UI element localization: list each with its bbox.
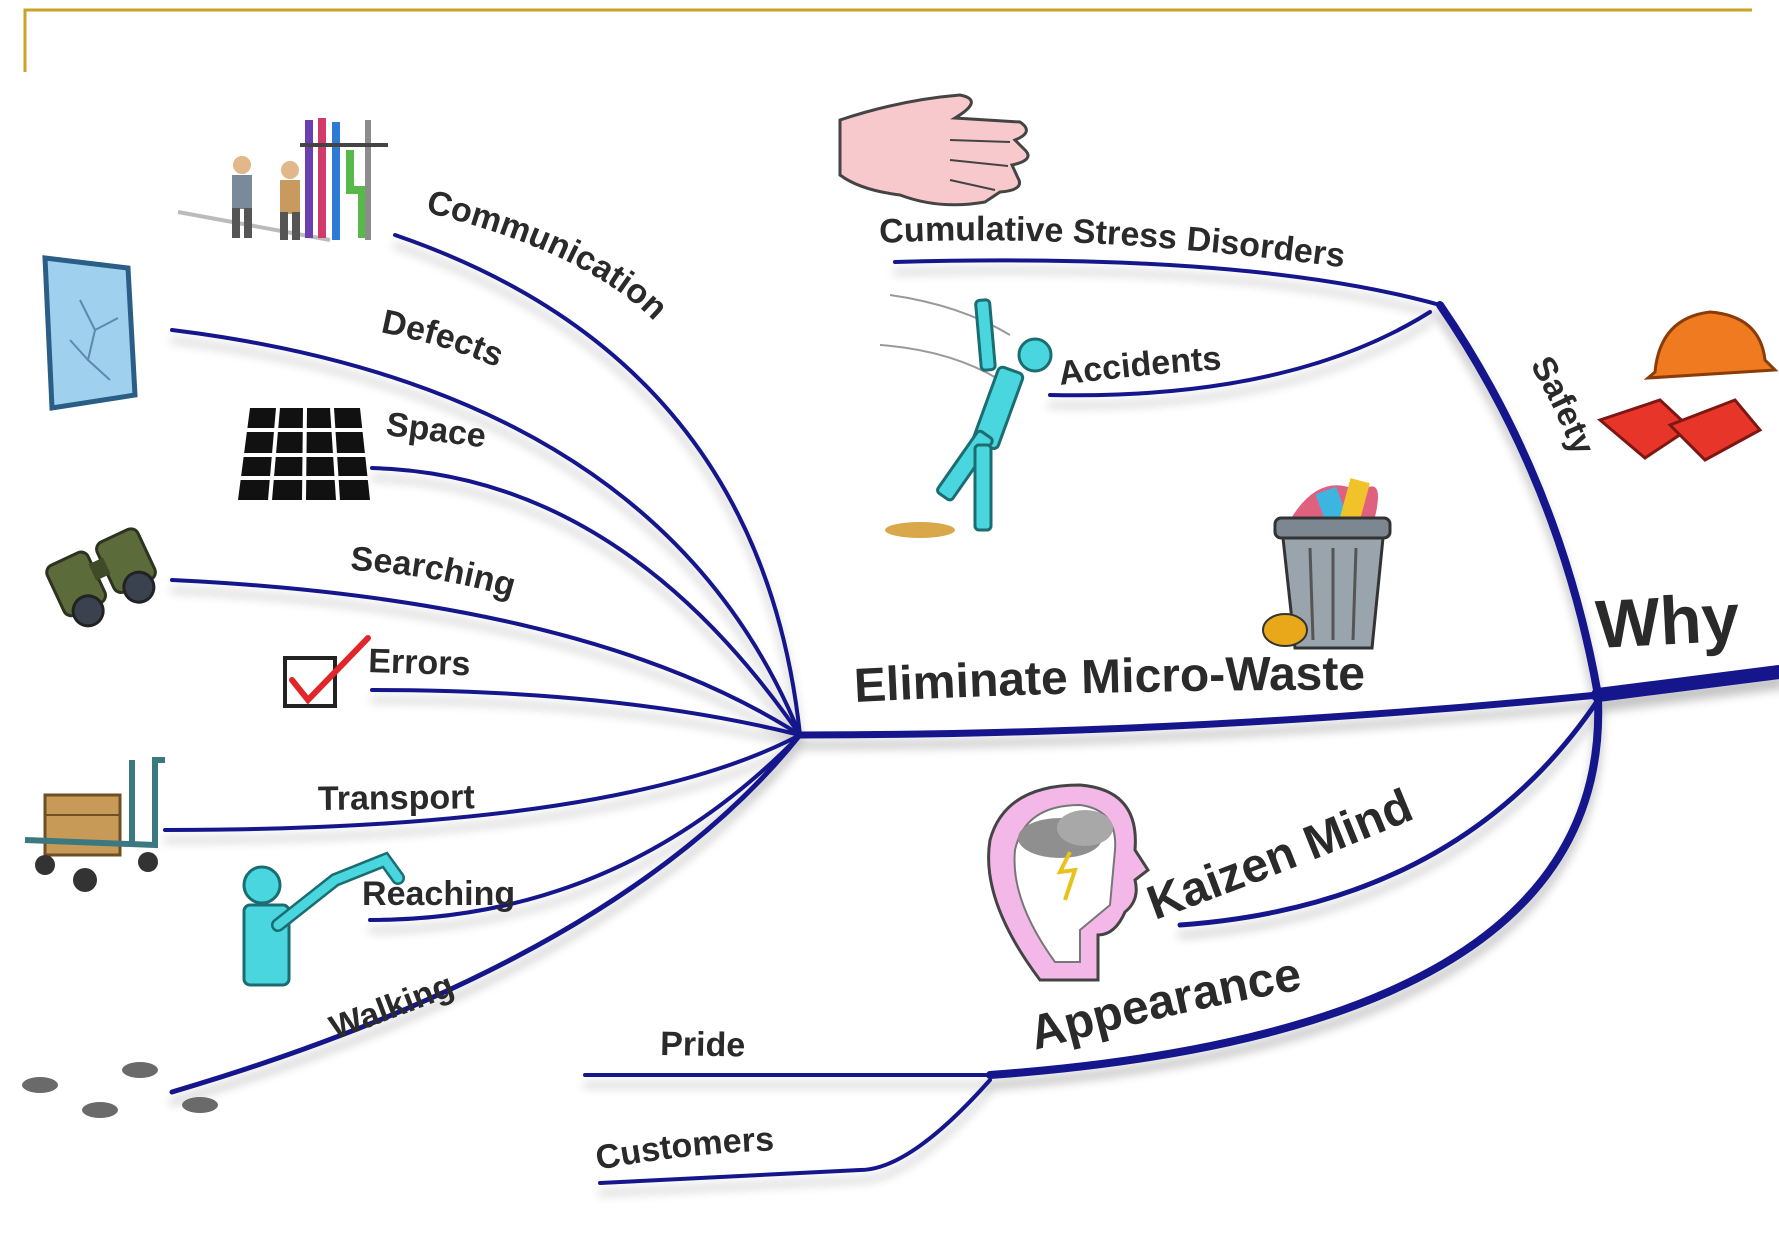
root-stem (1591, 665, 1779, 702)
kaizen-branch (1177, 697, 1601, 928)
appearance-branch (986, 696, 1603, 1079)
head-storm-icon (987, 783, 1151, 982)
accidents-label: Accidents (1056, 339, 1222, 392)
footprints-icon (22, 1062, 218, 1118)
space-label: Space (384, 405, 488, 455)
trash-can-icon (1262, 478, 1392, 650)
defects-label: Defects (378, 303, 509, 375)
searching-label: Searching (350, 540, 520, 605)
space-branch (370, 466, 802, 737)
accidents-branch (1048, 310, 1432, 398)
errors-label: Errors (368, 642, 471, 683)
hard-hat-gloves-icon (1596, 310, 1779, 462)
defects-branch (170, 328, 802, 737)
csd-label: Cumulative Stress Disorders (878, 210, 1347, 275)
slipping-figure-icon (879, 294, 1053, 538)
hand-icon (838, 93, 1030, 207)
branch-lines (163, 233, 1779, 1185)
hand-truck-icon (24, 757, 165, 892)
csd-branch (893, 258, 1442, 307)
kaizen-label: Kaizen Mind (1140, 779, 1420, 930)
communication-branch (393, 233, 802, 737)
reaching-figure-icon (242, 851, 405, 987)
workers-pipes-icon (177, 118, 388, 242)
walking-label: Walking (325, 966, 459, 1047)
walking-branch (169, 732, 803, 1095)
safety-label: Safety (1523, 350, 1602, 460)
customers-label: Customers (593, 1120, 775, 1177)
errors-branch (370, 688, 802, 737)
transport-branch (163, 733, 802, 832)
root-label: Why (1594, 580, 1741, 663)
binoculars-icon (45, 527, 157, 628)
pride-label: Pride (660, 1025, 746, 1065)
micro-waste-branch (796, 691, 1602, 739)
cracked-glass-icon (42, 255, 138, 411)
customers-branch (598, 1078, 992, 1185)
searching-branch (170, 578, 802, 737)
title-frame (23, 8, 1752, 72)
transport-label: Transport (318, 778, 475, 818)
safety-branch (1436, 301, 1602, 699)
checkbox-icon (283, 635, 371, 708)
reaching-label: Reaching (362, 875, 515, 913)
floor-grid-icon (238, 407, 370, 501)
micro-waste-label: Eliminate Micro-Waste (853, 648, 1365, 713)
reaching-branch (368, 733, 802, 922)
